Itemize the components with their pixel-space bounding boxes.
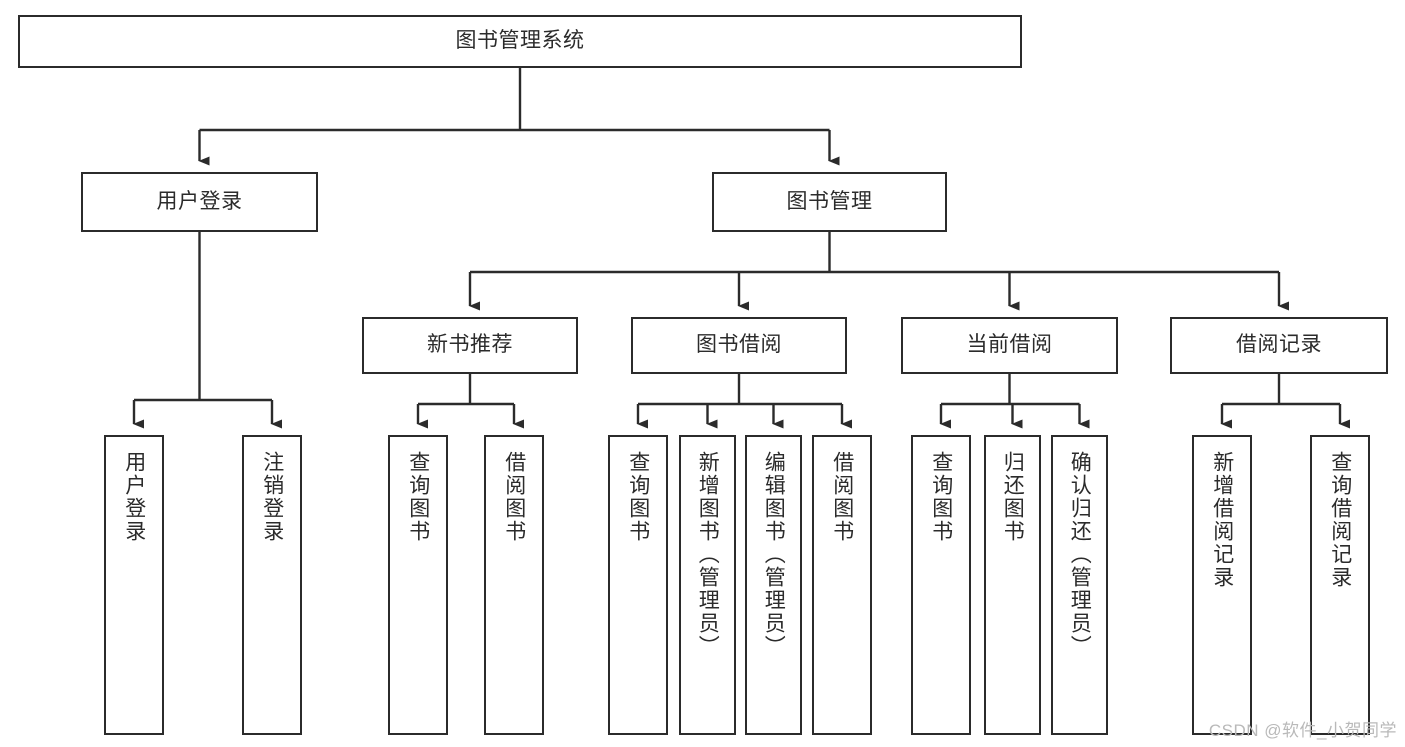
node-user-login[interactable]: 用户登录 (81, 172, 318, 232)
node-leaf-query-book-3[interactable]: 查询图书 (911, 435, 971, 735)
node-root[interactable]: 图书管理系统 (18, 15, 1022, 68)
node-current-borrow[interactable]: 当前借阅 (901, 317, 1118, 374)
node-label-leaf-edit-book: 编辑图书（管理员） (762, 451, 786, 658)
node-label-leaf-return-book: 归还图书 (1001, 451, 1025, 543)
node-label-leaf-query-book-1: 查询图书 (406, 451, 430, 543)
node-leaf-return-book[interactable]: 归还图书 (984, 435, 1041, 735)
node-leaf-query-record[interactable]: 查询借阅记录 (1310, 435, 1370, 735)
node-label-leaf-query-book-3: 查询图书 (929, 451, 953, 543)
node-leaf-borrow-book-2[interactable]: 借阅图书 (812, 435, 872, 735)
node-label-leaf-query-book-2: 查询图书 (626, 451, 650, 543)
node-label-leaf-user-login: 用户登录 (122, 451, 146, 543)
node-label-current-borrow: 当前借阅 (966, 333, 1053, 357)
node-label-book-borrow: 图书借阅 (696, 333, 782, 357)
node-new-book-rec[interactable]: 新书推荐 (362, 317, 578, 374)
node-book-manage[interactable]: 图书管理 (712, 172, 947, 232)
node-label-leaf-confirm-return: 确认归还（管理员） (1068, 451, 1092, 658)
node-borrow-records[interactable]: 借阅记录 (1170, 317, 1388, 374)
node-label-book-manage: 图书管理 (786, 189, 873, 213)
node-leaf-confirm-return[interactable]: 确认归还（管理员） (1051, 435, 1108, 735)
node-label-borrow-records: 借阅记录 (1236, 333, 1322, 357)
node-leaf-query-book-1[interactable]: 查询图书 (388, 435, 448, 735)
node-leaf-borrow-book-1[interactable]: 借阅图书 (484, 435, 544, 735)
node-label-leaf-query-record: 查询借阅记录 (1328, 451, 1352, 589)
node-label-user-login: 用户登录 (156, 189, 243, 213)
node-label-new-book-rec: 新书推荐 (427, 333, 513, 357)
node-label-leaf-borrow-book-2: 借阅图书 (830, 451, 854, 543)
watermark-csdn: CSDN @软件_小贺同学 (1208, 721, 1397, 740)
node-leaf-edit-book[interactable]: 编辑图书（管理员） (745, 435, 802, 735)
node-label-root: 图书管理系统 (455, 29, 585, 53)
node-book-borrow[interactable]: 图书借阅 (631, 317, 847, 374)
node-label-leaf-borrow-book-1: 借阅图书 (502, 451, 526, 543)
node-label-leaf-add-book: 新增图书（管理员） (696, 451, 720, 658)
node-leaf-logout[interactable]: 注销登录 (242, 435, 302, 735)
node-label-leaf-add-record: 新增借阅记录 (1210, 451, 1234, 589)
node-leaf-add-book[interactable]: 新增图书（管理员） (679, 435, 736, 735)
node-label-leaf-logout: 注销登录 (260, 451, 284, 543)
node-leaf-query-book-2[interactable]: 查询图书 (608, 435, 668, 735)
node-leaf-user-login[interactable]: 用户登录 (104, 435, 164, 735)
node-leaf-add-record[interactable]: 新增借阅记录 (1192, 435, 1252, 735)
